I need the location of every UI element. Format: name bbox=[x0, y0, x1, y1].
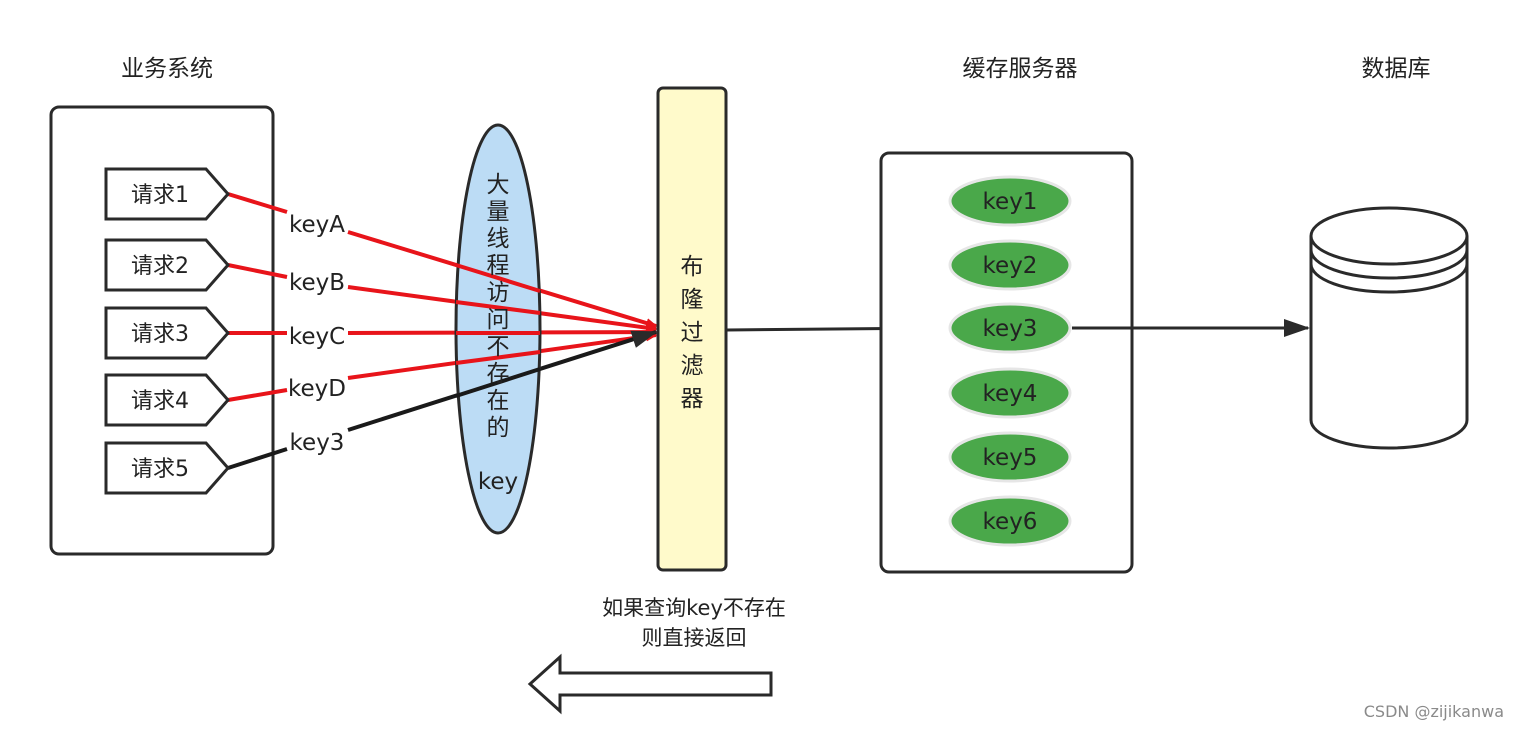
cache-key-label: key3 bbox=[983, 316, 1038, 342]
cache-key-label: key4 bbox=[983, 381, 1038, 407]
threads-char: 存 bbox=[487, 361, 510, 387]
request-item-2: 请求2 bbox=[104, 238, 230, 292]
overlay-line-1 bbox=[455, 263, 541, 293]
threads-char: 不 bbox=[487, 334, 510, 360]
request-key-label-3: keyC bbox=[289, 324, 345, 350]
cache-server-box bbox=[879, 151, 1134, 574]
request-item-1: 请求1 bbox=[104, 167, 230, 221]
overlay-line-4 bbox=[455, 350, 541, 365]
filter-char: 隆 bbox=[681, 287, 704, 313]
return-note-line2: 则直接返回 bbox=[642, 626, 747, 650]
cache-server-title: 缓存服务器 bbox=[963, 56, 1078, 82]
cache-key-label: key6 bbox=[983, 509, 1038, 535]
request-tag-shape bbox=[104, 306, 230, 360]
cache-key-label: key2 bbox=[983, 253, 1038, 279]
request-label: 请求1 bbox=[131, 183, 189, 208]
cache-key-oval bbox=[948, 175, 1072, 227]
return-arrow-icon bbox=[527, 653, 773, 715]
cache-key-label: key5 bbox=[983, 445, 1038, 471]
cache-key-4: key4 bbox=[948, 367, 1072, 419]
cache-key-oval bbox=[948, 431, 1072, 483]
threads-label: 大 量 线 程 访 问 不 存 在 的 key bbox=[478, 172, 518, 495]
database-ring-2 bbox=[1309, 263, 1469, 294]
threads-char: 的 bbox=[487, 415, 510, 441]
business-system-title: 业务系统 bbox=[121, 56, 213, 82]
threads-char: 问 bbox=[487, 307, 510, 333]
database-ring-1 bbox=[1309, 249, 1469, 280]
request-tag-shape bbox=[104, 373, 230, 427]
return-note-line1: 如果查询key不存在 bbox=[602, 596, 786, 620]
request-key-label-5: key3 bbox=[290, 430, 345, 456]
overlay-line-2 bbox=[455, 300, 541, 315]
threads-char: 大 bbox=[487, 172, 510, 198]
cache-key-5: key5 bbox=[948, 431, 1072, 483]
cache-key-3: key3 bbox=[948, 302, 1072, 354]
filter-char: 过 bbox=[681, 320, 704, 346]
request-label: 请求2 bbox=[131, 254, 189, 279]
filter-char: 器 bbox=[681, 386, 704, 412]
database-top bbox=[1309, 206, 1469, 266]
overlay-line-5 bbox=[455, 367, 541, 398]
request-label: 请求5 bbox=[131, 457, 189, 482]
cache-key-label: key1 bbox=[983, 189, 1038, 215]
cache-key-2: key2 bbox=[948, 239, 1072, 291]
request-tag-shape bbox=[104, 441, 230, 495]
request5-line-a bbox=[227, 447, 288, 470]
request-item-3: 请求3 bbox=[104, 306, 230, 360]
threads-char: 线 bbox=[487, 226, 510, 252]
request-label: 请求3 bbox=[131, 322, 189, 347]
cache-key-1: key1 bbox=[948, 175, 1072, 227]
threads-char: key bbox=[478, 469, 518, 495]
watermark: CSDN @zijikanwa bbox=[1364, 702, 1504, 721]
cache-key-6: key6 bbox=[948, 495, 1072, 547]
request4-line-a bbox=[227, 388, 288, 402]
request-item-4: 请求4 bbox=[104, 373, 230, 427]
request-key-label-2: keyB bbox=[289, 270, 345, 296]
cache-key-oval bbox=[948, 495, 1072, 547]
request1-line-a bbox=[227, 192, 288, 214]
filter-char: 布 bbox=[681, 254, 704, 280]
request-item-5: 请求5 bbox=[104, 441, 230, 495]
threads-char: 在 bbox=[487, 388, 510, 414]
threads-char: 程 bbox=[487, 253, 510, 279]
request-key-label-1: keyA bbox=[289, 212, 345, 238]
request-key-label-4: keyD bbox=[288, 376, 346, 402]
threads-ellipse bbox=[454, 123, 542, 535]
request-lines-overlay bbox=[455, 263, 541, 398]
cache-key-oval bbox=[948, 302, 1072, 354]
request-label: 请求4 bbox=[131, 389, 189, 414]
bloom-filter-box bbox=[656, 86, 728, 572]
request-tag-shape bbox=[104, 238, 230, 292]
database-title: 数据库 bbox=[1362, 56, 1431, 82]
bloom-filter-label: 布 隆 过 滤 器 bbox=[681, 254, 704, 412]
database-body bbox=[1309, 236, 1469, 450]
cache-key-oval bbox=[948, 239, 1072, 291]
filter-char: 滤 bbox=[681, 353, 704, 379]
threads-char: 量 bbox=[487, 199, 510, 225]
request2-line-a bbox=[227, 263, 288, 279]
request-tag-shape bbox=[104, 167, 230, 221]
threads-char: 访 bbox=[487, 280, 510, 306]
cache-key-oval bbox=[948, 367, 1072, 419]
database-cylinder bbox=[1309, 206, 1469, 450]
